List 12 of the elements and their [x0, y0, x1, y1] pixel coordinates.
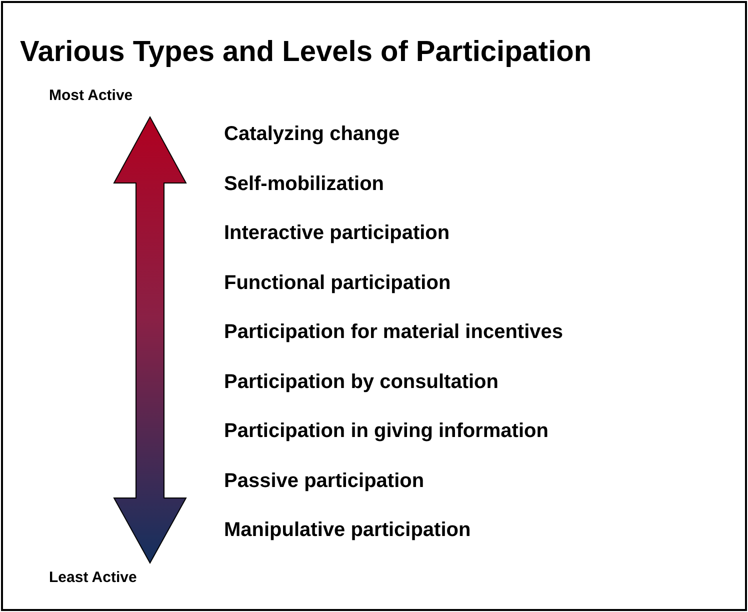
scale-end-label: Least Active — [49, 569, 137, 586]
participation-level: Participation by consultation — [224, 370, 498, 394]
participation-level: Catalyzing change — [224, 123, 400, 146]
participation-level: Passive participation — [224, 470, 424, 492]
participation-level: Manipulative participation — [224, 519, 471, 542]
title: Various Types and Levels of Participation — [20, 36, 592, 69]
participation-level: Interactive participation — [224, 222, 450, 245]
participation-level: Participation for material incentives — [224, 321, 563, 344]
participation-level: Participation in giving information — [224, 420, 548, 443]
participation-level: Self-mobilization — [224, 172, 384, 196]
scale-end-label: Most Active — [49, 87, 133, 104]
participation-level: Functional participation — [224, 272, 451, 294]
